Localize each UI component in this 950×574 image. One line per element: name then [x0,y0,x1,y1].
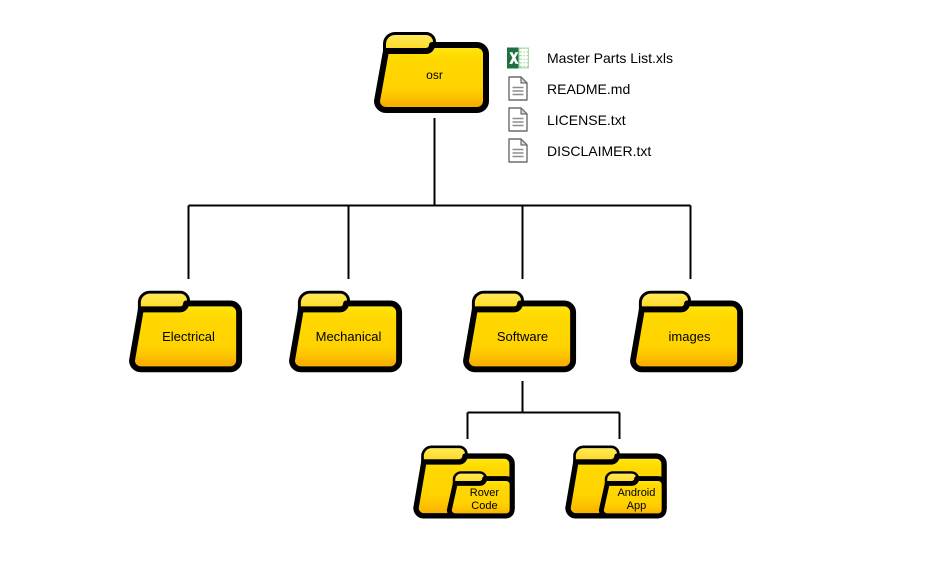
folder-icon[interactable]: osr [374,25,492,118]
list-item[interactable]: README.md [505,73,673,104]
file-name: DISCLAIMER.txt [547,142,652,159]
node-root-osr[interactable]: osr [374,25,492,118]
node-rover-code[interactable]: Rover Code [413,439,518,526]
text-file-icon [505,75,531,103]
excel-file-icon [505,44,531,72]
root-file-list: Master Parts List.xls README.md [505,42,673,166]
list-item[interactable]: LICENSE.txt [505,104,673,135]
folder-icon[interactable]: Software [463,283,579,378]
folder-icon[interactable]: images [630,283,746,378]
node-images[interactable]: images [630,283,746,378]
folder-icon[interactable]: Electrical [129,283,245,378]
list-item[interactable]: Master Parts List.xls [505,42,673,73]
nested-folder-icon[interactable]: Android App [565,439,670,526]
node-android-app[interactable]: Android App [565,439,670,526]
file-name: README.md [547,80,631,97]
text-file-icon [505,106,531,134]
nested-folder-icon[interactable]: Rover Code [413,439,518,526]
node-software[interactable]: Software [463,283,579,378]
text-file-icon [505,137,531,165]
folder-icon[interactable]: Mechanical [289,283,405,378]
file-name: Master Parts List.xls [547,49,674,66]
node-electrical[interactable]: Electrical [129,283,245,378]
list-item[interactable]: DISCLAIMER.txt [505,135,673,166]
node-mechanical[interactable]: Mechanical [289,283,405,378]
file-name: LICENSE.txt [547,111,626,128]
